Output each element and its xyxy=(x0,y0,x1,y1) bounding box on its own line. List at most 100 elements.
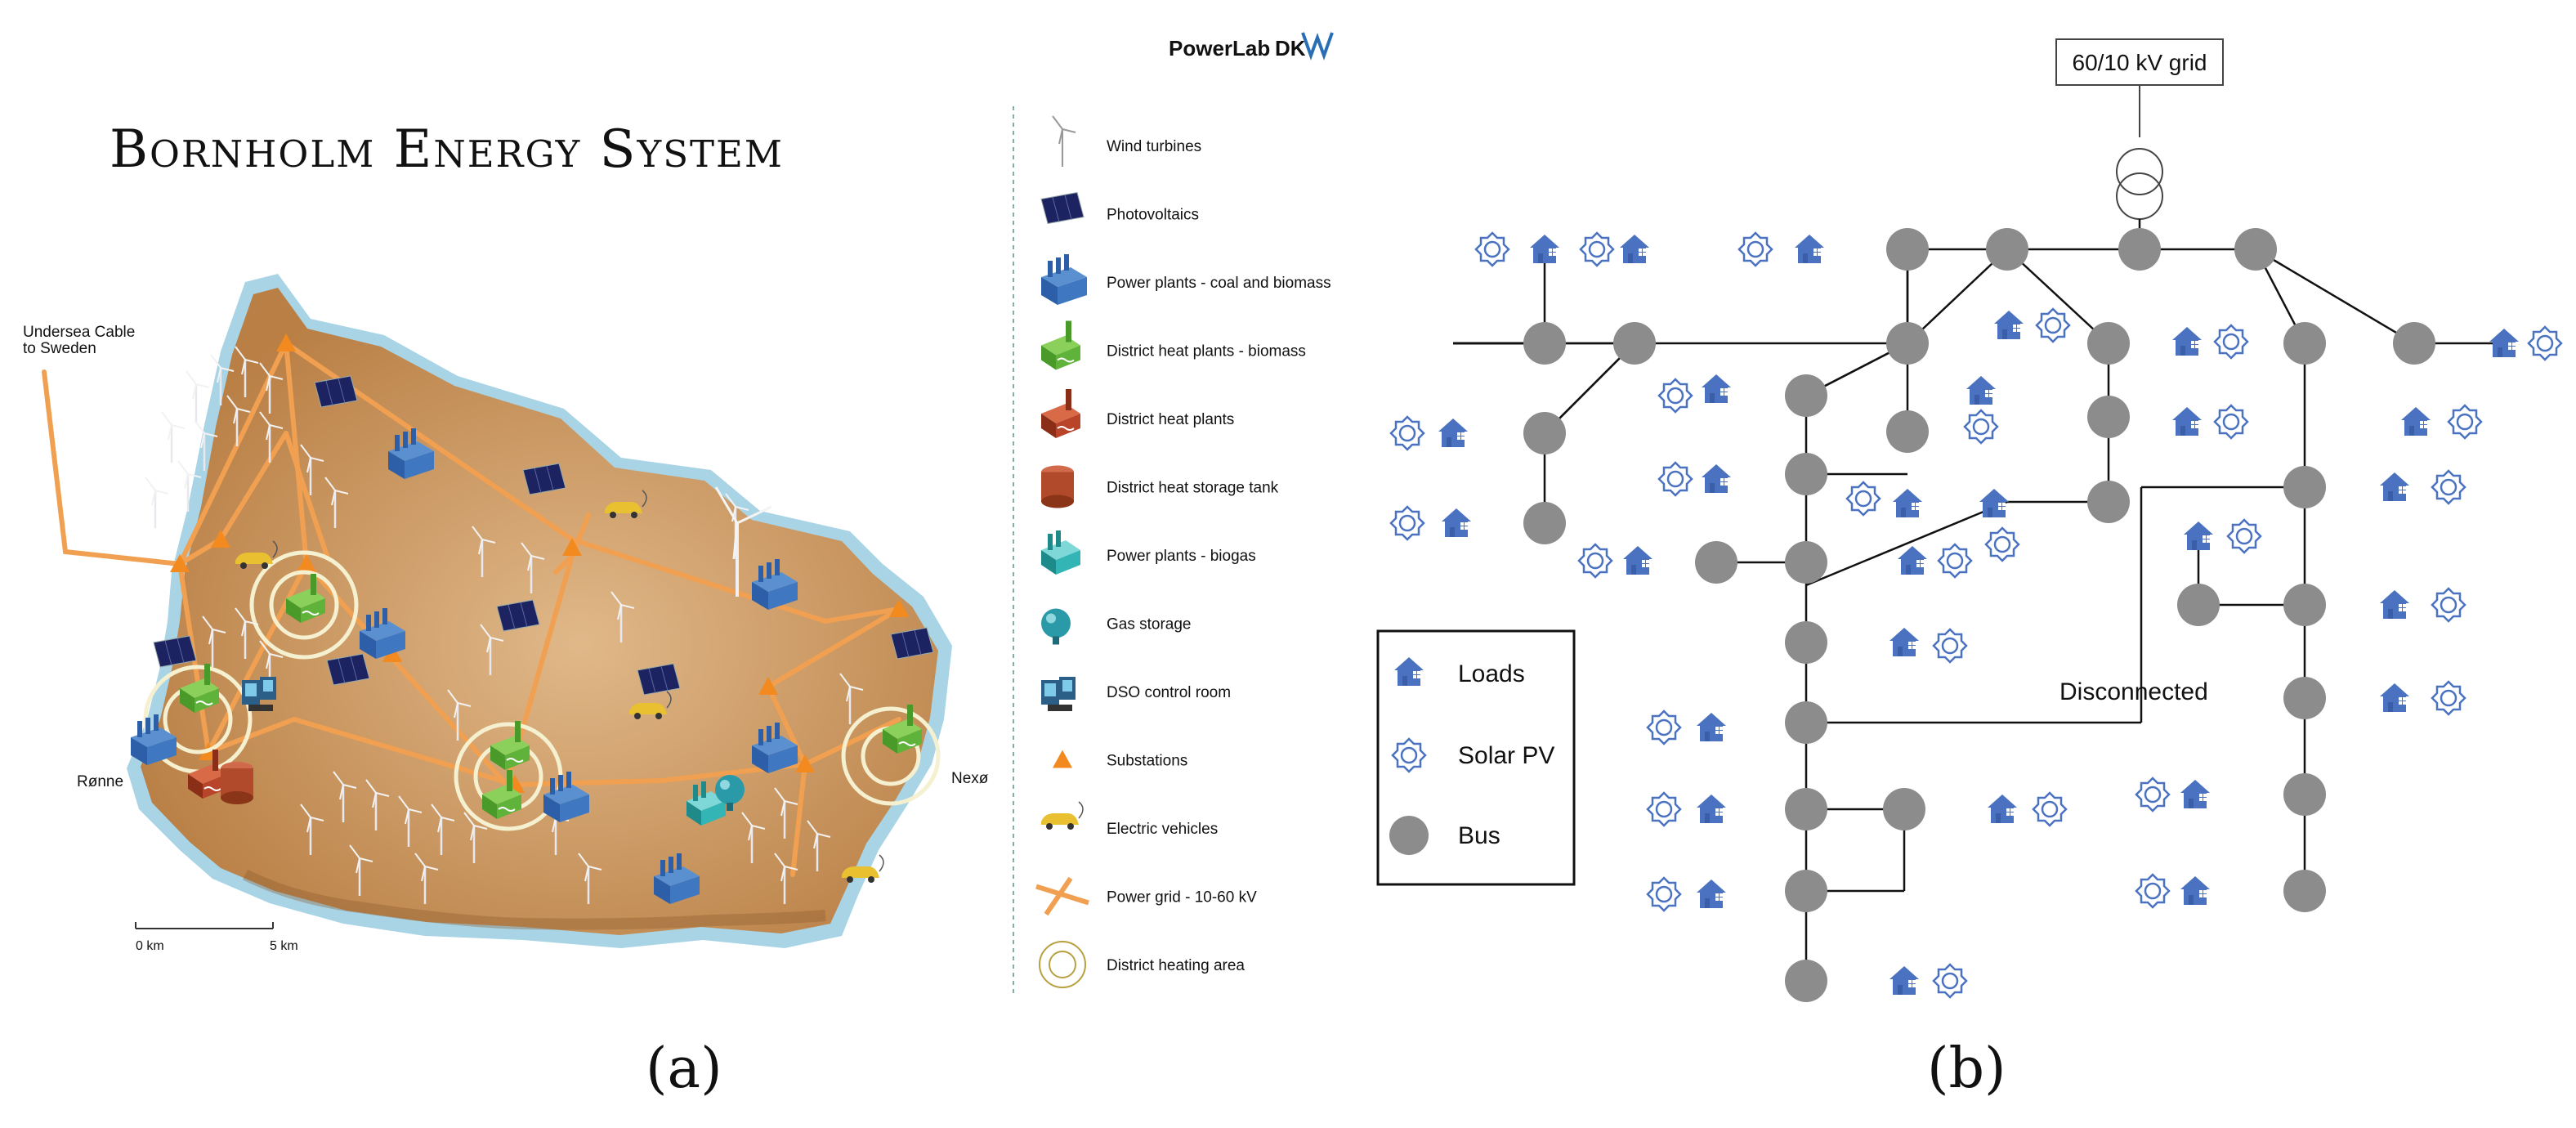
bus-node xyxy=(2283,584,2326,626)
solar-pv-sun-icon xyxy=(1646,709,1682,745)
coal-biomass-plant-icon xyxy=(1041,254,1087,305)
solar-pv-sun-icon xyxy=(1737,231,1773,267)
load-house-icon xyxy=(1442,508,1471,537)
panel-b-label: (b) xyxy=(1927,1036,2006,1101)
legend-label-coal-biomass-plant: Power plants - coal and biomass xyxy=(1107,275,1331,292)
bus-node xyxy=(1986,228,2028,271)
load-house-icon xyxy=(1702,374,1731,403)
powerlab-logo: PowerLab DK xyxy=(1169,32,1334,60)
panel-a-title: Bornholm Energy System xyxy=(110,119,784,180)
logo-text-green: PowerLab xyxy=(1169,36,1270,60)
legend-label-substation: Substations xyxy=(1107,753,1187,770)
photovoltaic-icon xyxy=(1040,192,1085,224)
solar-pv-sun-icon xyxy=(1474,231,1510,267)
legend-solar-label: Solar PV xyxy=(1458,742,1554,769)
solar-pv-sun-icon xyxy=(1932,963,1968,999)
load-house-icon xyxy=(1795,235,1824,263)
load-house-icon xyxy=(1979,489,2009,517)
bus-node xyxy=(2283,322,2326,365)
legend-bus-label: Bus xyxy=(1458,822,1500,849)
cable-label-line1: Undersea Cable xyxy=(23,324,135,341)
solar-pv-sun-icon xyxy=(1845,481,1881,517)
panel-a-label: (a) xyxy=(646,1036,722,1101)
solar-pv-sun-icon xyxy=(1389,415,1425,451)
load-house-icon xyxy=(1898,546,1927,575)
bus-node xyxy=(2087,396,2130,438)
bus-node xyxy=(2177,584,2220,626)
island-land xyxy=(141,288,938,935)
bus-node xyxy=(1785,374,1827,417)
bus-node xyxy=(2283,773,2326,816)
bus-node xyxy=(1785,870,1827,912)
panel-b-legend: Loads Solar PV Bus xyxy=(1376,629,1576,886)
ronne-label: Rønne xyxy=(77,773,123,790)
solar-pv-sun-icon xyxy=(2447,404,2483,440)
gas-storage-icon xyxy=(1041,608,1071,645)
load-house-icon xyxy=(2380,683,2409,712)
bus-node xyxy=(2087,481,2130,523)
solar-pv-sun-icon xyxy=(1646,876,1682,912)
bus-node xyxy=(1785,960,1827,1002)
solar-pv-sun-icon xyxy=(2431,587,2466,623)
scale-start-label: 0 km xyxy=(136,939,164,953)
load-house-icon xyxy=(2180,876,2210,905)
bornholm-map xyxy=(42,274,952,948)
bus-node xyxy=(1883,788,1925,830)
load-house-icon xyxy=(1994,311,2024,339)
scale-end-label: 5 km xyxy=(270,939,298,953)
legend-label-district-heating-area: District heating area xyxy=(1107,957,1245,974)
solar-pv-sun-icon xyxy=(2431,680,2466,716)
solar-pv-sun-icon xyxy=(2431,469,2466,505)
solar-pv-sun-icon xyxy=(1963,409,1999,445)
load-house-icon xyxy=(1890,628,1919,656)
solar-pv-sun-icon xyxy=(2135,873,2171,909)
solar-pv-sun-icon xyxy=(1646,791,1682,827)
cable-label-line2: to Sweden xyxy=(23,340,96,357)
solar-pv-sun-icon xyxy=(2032,791,2068,827)
bus-node xyxy=(1785,621,1827,664)
bus-node xyxy=(2393,322,2435,365)
legend-label-electric-vehicle: Electric vehicles xyxy=(1107,821,1218,838)
solar-pv-sun-icon xyxy=(2135,777,2171,812)
wind-turbine-icon xyxy=(1051,114,1077,168)
load-house-icon xyxy=(2380,590,2409,619)
substation-icon xyxy=(1053,750,1072,768)
district-heating-area-icon xyxy=(1039,941,1086,988)
bus-node xyxy=(2283,677,2326,719)
heat-plant-icon xyxy=(1040,388,1081,439)
load-house-icon xyxy=(2184,521,2213,550)
legend-bus-icon xyxy=(1389,816,1429,855)
legend-label-heat-plant: District heat plants xyxy=(1107,411,1234,428)
legend-sun-icon xyxy=(1391,737,1427,773)
load-house-icon xyxy=(1697,795,1726,823)
bus-node xyxy=(1785,701,1827,744)
solar-pv-sun-icon xyxy=(1657,461,1693,497)
legend-label-photovoltaic: Photovoltaics xyxy=(1107,207,1199,224)
bus-node xyxy=(1785,541,1827,584)
solar-pv-sun-icon xyxy=(1579,231,1615,267)
load-house-icon xyxy=(2489,329,2519,357)
solar-pv-sun-icon xyxy=(1657,378,1693,414)
grid-box xyxy=(2055,38,2224,86)
bus-node xyxy=(1886,228,1929,271)
load-house-icon xyxy=(1438,419,1468,447)
panel-b: 60/10 kV grid xyxy=(1376,38,2563,1101)
electric-vehicle-icon xyxy=(1040,801,1084,830)
legend-label-dso-control-room: DSO control room xyxy=(1107,684,1231,701)
bus-node xyxy=(1695,541,1737,584)
bus-node xyxy=(1523,322,1566,365)
biogas-plant-icon xyxy=(1041,530,1080,575)
solar-pv-sun-icon xyxy=(2035,307,2071,343)
logo-wave-icon xyxy=(1301,32,1334,60)
dso-control-room-icon xyxy=(1041,677,1076,711)
load-house-icon xyxy=(1620,235,1649,263)
power-grid-icon xyxy=(1035,876,1089,916)
legend-label-gas-storage: Gas storage xyxy=(1107,616,1192,633)
load-house-icon xyxy=(2380,472,2409,501)
bus-node xyxy=(1886,322,1929,365)
transformer-icon xyxy=(2116,148,2163,220)
logo-text-blue: DK xyxy=(1275,36,1306,60)
legend-label-heat-storage-tank: District heat storage tank xyxy=(1107,480,1279,497)
